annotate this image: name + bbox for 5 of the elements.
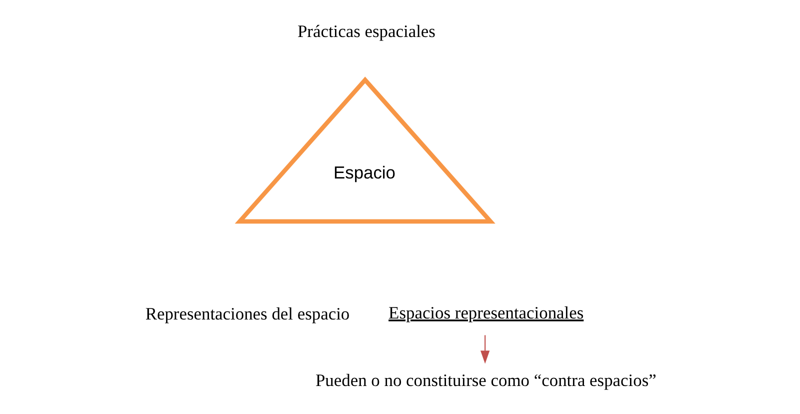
node-text: Espacios representacionales — [388, 302, 584, 322]
arrow — [480, 334, 490, 364]
node-text: Prácticas espaciales — [297, 20, 436, 41]
node-text: Pueden o no constituirse como “contra espacios” — [315, 370, 656, 390]
node-text: Representaciones del espacio — [145, 303, 350, 324]
